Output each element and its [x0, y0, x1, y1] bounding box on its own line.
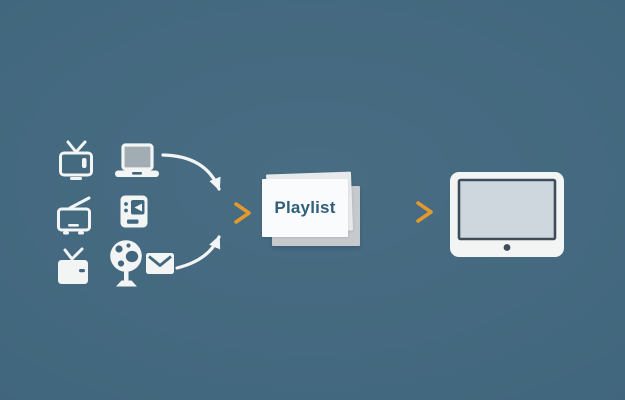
tv-aerial-outline-icon: [57, 196, 91, 235]
laptop-icon: [115, 143, 159, 177]
monitor-icon: [450, 172, 564, 257]
globe-stand-icon: [110, 240, 142, 287]
playlist-label: Playlist: [274, 198, 336, 217]
arrow-laptop-to-playlist: [161, 153, 221, 191]
tv-antenna-outline-icon: [59, 140, 93, 180]
arrow-media-to-playlist: [163, 202, 251, 224]
playlist-node: Playlist: [258, 166, 362, 252]
arrow-envelope-to-playlist: [175, 235, 221, 270]
envelope-icon: [146, 253, 174, 274]
playlist-card: Playlist: [262, 179, 348, 237]
arrow-playlist-to-monitor: [368, 201, 433, 223]
media-file-icon: [120, 195, 148, 228]
tv-antenna-filled-icon: [58, 247, 88, 284]
